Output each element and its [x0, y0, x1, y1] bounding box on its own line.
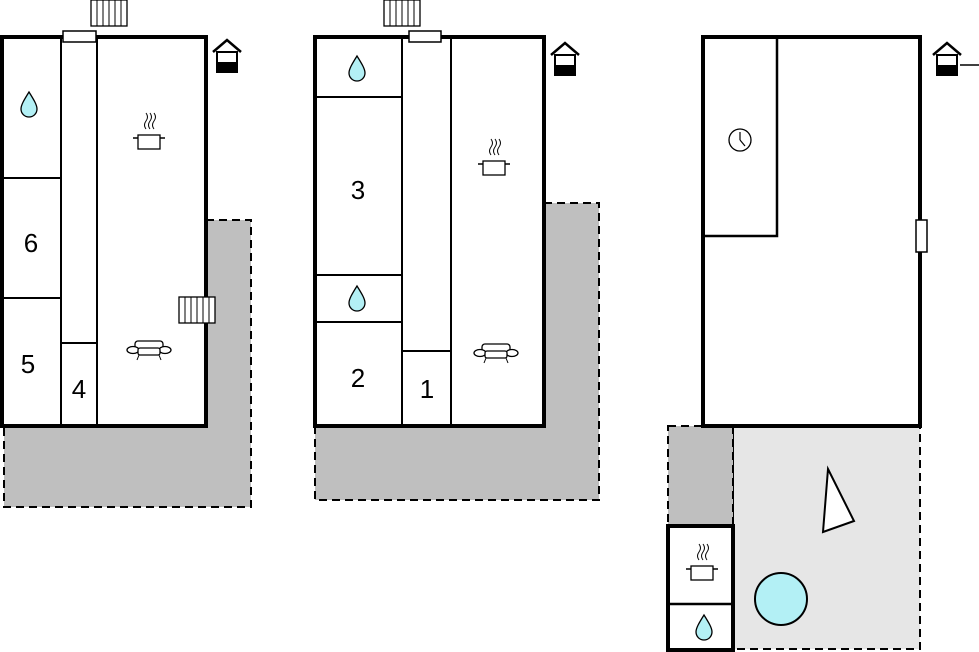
terrace-right	[667, 425, 734, 527]
clock-icon	[728, 128, 752, 152]
radiator-icon	[383, 0, 421, 27]
entrance-icon	[549, 41, 581, 77]
room-label-5: 5	[21, 349, 35, 379]
floor-middle: 3 2 1	[313, 0, 600, 501]
room-label-3: 3	[351, 175, 365, 205]
radiator-icon	[90, 0, 128, 27]
room-label-6: 6	[24, 228, 38, 258]
room-label-1: 1	[420, 374, 434, 404]
entrance-icon	[211, 38, 243, 74]
outer-wall-right	[701, 35, 922, 428]
floor-right	[666, 35, 979, 652]
outer-wall-middle	[313, 35, 546, 428]
room-label-2: 2	[351, 363, 365, 393]
entrance-icon	[931, 41, 963, 77]
radiator-icon	[178, 296, 216, 324]
room-label-4: 4	[72, 374, 86, 404]
outer-wall-left	[0, 35, 208, 428]
pool-icon	[754, 572, 808, 626]
sun-lounger-icon	[821, 465, 856, 534]
floor-left: 6 5 4	[0, 0, 252, 508]
